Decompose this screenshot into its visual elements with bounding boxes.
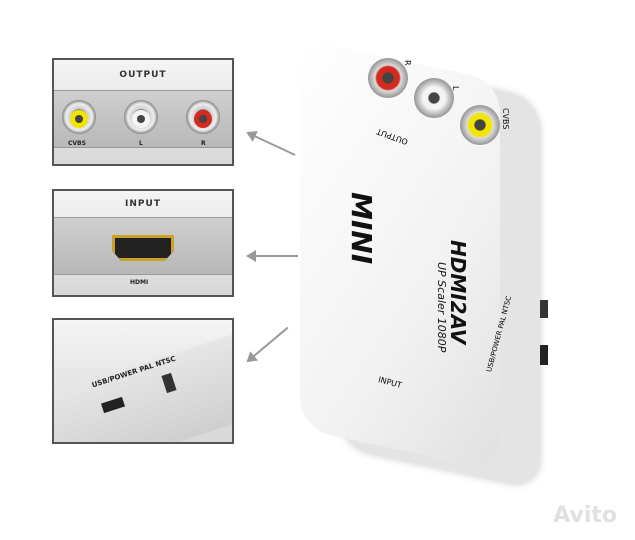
input-panel: INPUT HDMI — [52, 189, 234, 297]
r-jack — [186, 100, 220, 134]
device-l-label: L — [451, 86, 460, 91]
arrow-output — [247, 132, 296, 156]
rca-red — [368, 58, 408, 98]
device-switch[interactable] — [540, 300, 548, 318]
side-face — [54, 327, 232, 442]
device-brand: MINI — [345, 192, 378, 265]
avito-watermark: Avito — [553, 503, 617, 528]
hdmi2av-device — [300, 38, 500, 472]
output-panel: OUTPUT CVBS L R — [52, 58, 234, 166]
device-model: HDMI2AV — [446, 240, 470, 345]
arrow-input — [246, 250, 298, 262]
l-label: L — [139, 140, 143, 147]
cvbs-label: CVBS — [68, 140, 86, 147]
arrow-side — [247, 326, 289, 362]
hdmi-label: HDMI — [130, 279, 149, 286]
l-jack — [124, 100, 158, 134]
hdmi-port — [112, 235, 174, 261]
device-cvbs-label: CVBS — [501, 108, 510, 130]
output-title: OUTPUT — [119, 70, 167, 80]
side-panel: USB/POWER PAL NTSC — [52, 318, 234, 444]
rca-yellow — [460, 105, 500, 145]
rca-white — [414, 78, 454, 118]
cvbs-jack — [62, 100, 96, 134]
device-subtitle: UP Scaler 1080P — [435, 262, 448, 353]
r-label: R — [201, 140, 206, 147]
device-r-label: R — [403, 60, 412, 66]
device-usb-port — [540, 345, 548, 365]
input-title: INPUT — [125, 199, 161, 209]
